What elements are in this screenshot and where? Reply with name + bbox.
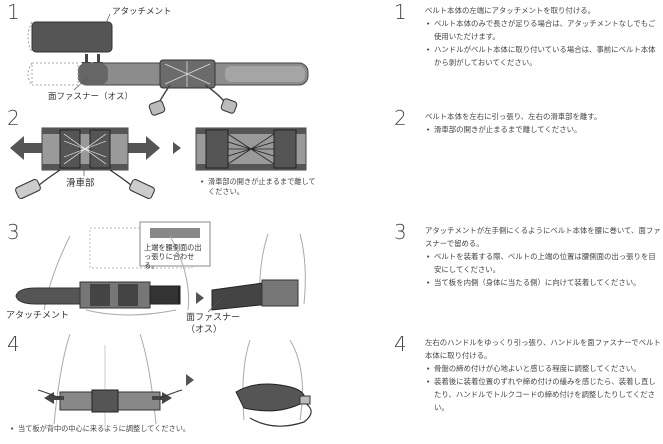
figure-2-note: 滑車部の開きが止まるまで離してください。: [200, 177, 320, 197]
figure-number-3: 3: [7, 220, 20, 244]
step-4-bullet: 装着後に装着位置のずれや締め付けの緩みを感じたら、装着し直したり、ハンドルでトル…: [425, 375, 661, 414]
label-pulley: 滑車部: [66, 178, 95, 189]
step-4-main: 左右のハンドルをゆっくり引っ張り、ハンドルを面ファスナーでベルト本体に取り付ける…: [425, 338, 661, 360]
step-1-bullet: ベルト本体のみで長さが足りる場合は、アタッチメントなしでもご使用いただけます。: [425, 17, 661, 43]
label-male-fastener-3-line2: （オス）: [186, 325, 223, 335]
step-1-main: ベルト本体の左端にアタッチメントを取り付ける。: [425, 6, 595, 15]
figure-2-note-text: 滑車部の開きが止まるまで離してください。: [200, 177, 320, 197]
step-4-bullet: 骨盤の締め付けが心地よいと感じる程度に調整してください。: [425, 362, 661, 375]
step-2-text: ベルト本体を左右に引っ張り、左右の滑車部を離す。 滑車部の開きが止まるまで離して…: [425, 110, 661, 136]
label-attachment-3: アタッチメント: [6, 311, 70, 321]
step-2-main: ベルト本体を左右に引っ張り、左右の滑車部を離す。: [425, 112, 602, 121]
step-1-bullet: ハンドルがベルト本体に取り付いている場合は、事前にベルト本体から剥がしておいてく…: [425, 43, 661, 69]
step-4-text: 左右のハンドルをゆっくり引っ張り、ハンドルを面ファスナーでベルト本体に取り付ける…: [425, 336, 661, 414]
step-3-bullet: 当て板を内側（身体に当たる側）に向けて装着してください。: [425, 276, 661, 289]
step-3-main: アタッチメントが左手側にくるようにベルト本体を腰に巻いて、面ファスナーで留める。: [425, 226, 661, 248]
figure-number-4: 4: [7, 332, 20, 356]
step-2-bullet: 滑車部の開きが止まるまで離してください。: [425, 123, 661, 136]
step-3-text: アタッチメントが左手側にくるようにベルト本体を腰に巻いて、面ファスナーで留める。…: [425, 224, 661, 289]
step-number-4: 4: [394, 332, 407, 356]
step-1-text: ベルト本体の左端にアタッチメントを取り付ける。 ベルト本体のみで長さが足りる場合…: [425, 4, 661, 69]
step-3-bullet: ベルトを装着する際、ベルトの上端の位置は腰側面の出っ張りを目安にしてください。: [425, 250, 661, 276]
figure-number-1: 1: [7, 0, 20, 24]
step-number-3: 3: [394, 220, 407, 244]
step-number-1: 1: [394, 0, 407, 24]
label-fig3-callout: 上端を腰側面の出っ張りに合わせる。: [144, 243, 202, 270]
figure-number-2: 2: [7, 106, 20, 130]
label-male-fastener-3-line1: 面ファスナー: [186, 313, 241, 323]
step-number-2: 2: [394, 106, 407, 130]
figure-4-note-text: 当て板が背中の中心に来るように調整してください。: [10, 424, 200, 434]
label-attachment-top: アタッチメント: [112, 7, 172, 17]
figure-4-note: 当て板が背中の中心に来るように調整してください。: [10, 424, 200, 434]
label-male-fastener-1: 面ファスナー（オス）: [48, 92, 134, 102]
